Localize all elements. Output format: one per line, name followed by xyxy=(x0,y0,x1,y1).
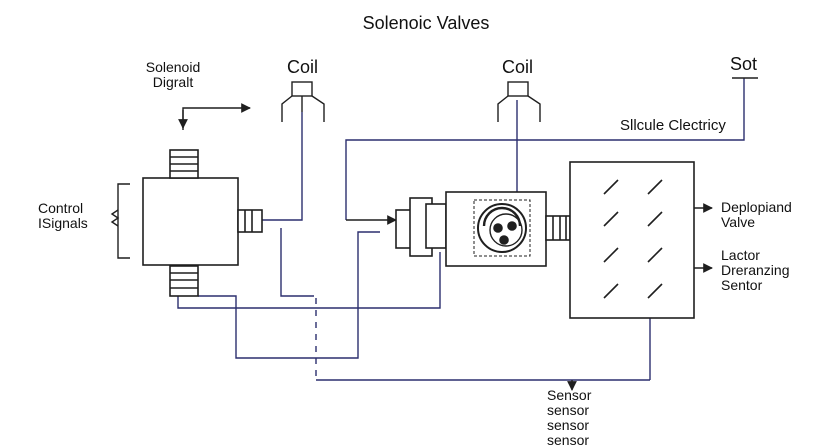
deployment-block xyxy=(569,161,695,319)
lactor-dreranzing-sentor-label: Lactor Dreranzing Sentor xyxy=(721,247,790,293)
bottom-coil-stack xyxy=(169,265,199,297)
diagram-title: Solenoic Valves xyxy=(362,13,490,33)
sot-label: Sot xyxy=(730,54,758,74)
sensor-stack-label: Sensor sensor sensor sensor xyxy=(547,387,592,448)
right-port xyxy=(545,215,571,241)
side-port xyxy=(237,209,263,233)
silicule-electricy-label: Sllcule Clectricy xyxy=(620,117,726,134)
deplopiand-valve-label: Deplopiand Valve xyxy=(721,199,792,230)
left-solenoid-body xyxy=(142,177,239,266)
wire-left-coil-drop xyxy=(280,228,314,297)
wire-top-loop xyxy=(345,78,745,220)
central-valve xyxy=(445,191,547,267)
valve-window xyxy=(473,199,531,257)
solenoid-digralt-label: Solenoid Digralt xyxy=(145,59,201,90)
output-arrows xyxy=(694,203,713,273)
wiring xyxy=(177,78,745,391)
wire-second-run xyxy=(198,231,380,359)
valve-rotor xyxy=(477,203,527,253)
control-signals-label: Control ISignals xyxy=(38,200,88,231)
coil-right-label: Coil xyxy=(502,57,534,77)
wire-lower-run xyxy=(177,252,441,309)
wire-box-to-left-coil xyxy=(262,112,303,221)
control-bracket xyxy=(110,183,130,259)
coil-symbol-left xyxy=(281,81,325,122)
digralt-arrow xyxy=(178,103,251,130)
coil-symbol-right xyxy=(497,81,541,122)
left-solenoid-block xyxy=(142,149,263,297)
valve-connector xyxy=(395,197,447,257)
coil-left-label: Coil xyxy=(287,57,319,77)
